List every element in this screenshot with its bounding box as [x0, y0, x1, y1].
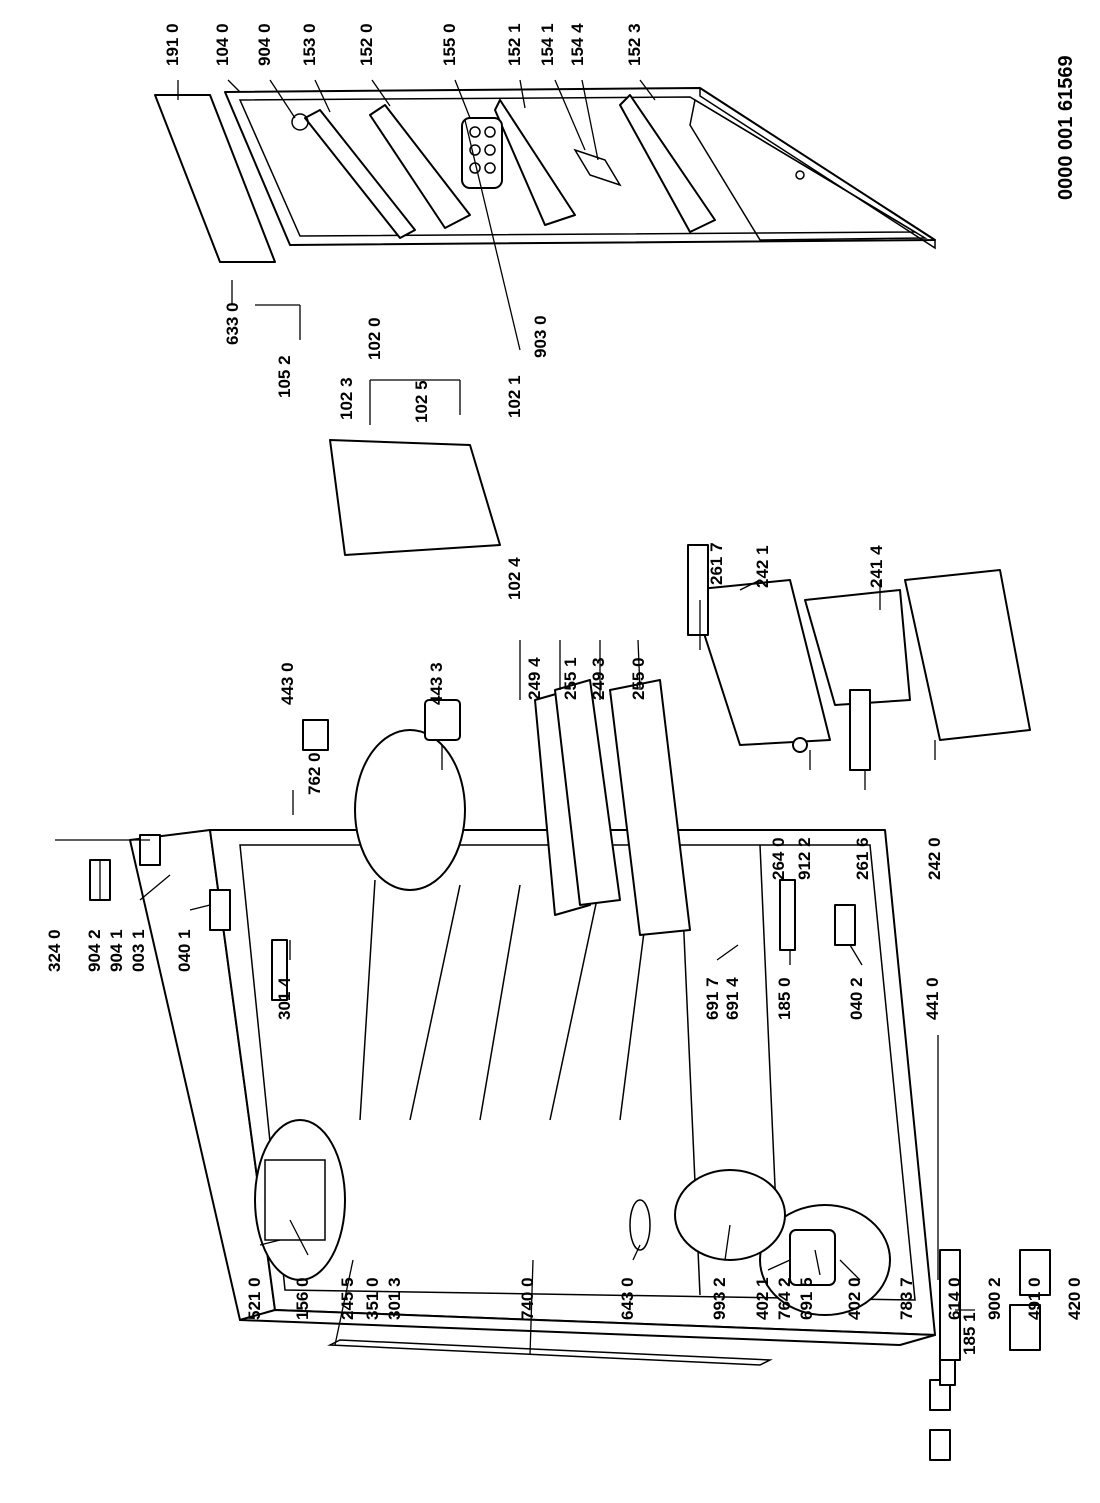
- door-shelf-152-3: [619, 94, 716, 233]
- label-255-1: 255 1: [561, 657, 580, 700]
- crisper-drawers: [687, 544, 1031, 771]
- rail-261-6: [849, 689, 871, 771]
- egg-tray: [461, 117, 503, 189]
- label-152-0: 152 0: [357, 23, 376, 66]
- label-443-3: 443 3: [427, 662, 446, 705]
- label-264-0: 264 0: [769, 837, 788, 880]
- label-154-4: 154 4: [568, 23, 587, 66]
- label-102-1: 102 1: [505, 375, 524, 418]
- label-904-0: 904 0: [255, 23, 274, 66]
- door-gasket-strip: [154, 94, 276, 263]
- label-245-5: 245 5: [338, 1277, 357, 1320]
- label-912-2: 912 2: [795, 837, 814, 880]
- compressor: [789, 1229, 836, 1286]
- label-102-0: 102 0: [365, 317, 384, 360]
- leader-lines: [55, 79, 975, 1356]
- label-691-4: 691 4: [723, 977, 742, 1020]
- label-762-0: 762 0: [305, 752, 324, 795]
- cabinet-assembly: [129, 829, 936, 1366]
- label-104-0: 104 0: [213, 23, 232, 66]
- lamp-cover: [674, 1169, 786, 1261]
- label-691-7: 691 7: [703, 977, 722, 1020]
- label-249-3: 249 3: [589, 657, 608, 700]
- label-740-0: 740 0: [518, 1277, 537, 1320]
- label-255-0: 255 0: [629, 657, 648, 700]
- label-102-4: 102 4: [505, 557, 524, 600]
- label-904-1: 904 1: [107, 929, 126, 972]
- label-643-0: 643 0: [618, 1277, 637, 1320]
- label-903-0: 903 0: [531, 315, 550, 358]
- label-155-0: 155 0: [440, 23, 459, 66]
- label-614-0: 614 0: [945, 1277, 964, 1320]
- label-040-2: 040 2: [847, 977, 866, 1020]
- door-shelf-153: [304, 109, 416, 239]
- glass-shelf-255-1: [554, 679, 621, 906]
- label-783-7: 783 7: [897, 1277, 916, 1320]
- label-491-0: 491 0: [1025, 1277, 1044, 1320]
- door-assembly: [224, 86, 936, 250]
- label-156-0: 156 0: [293, 1277, 312, 1320]
- label-441-0: 441 0: [923, 977, 942, 1020]
- label-154-1: 154 1: [538, 23, 557, 66]
- label-185-0: 185 0: [775, 977, 794, 1020]
- label-993-2: 993 2: [710, 1277, 729, 1320]
- label-420-0: 420 0: [1065, 1277, 1084, 1320]
- label-152-1: 152 1: [505, 23, 524, 66]
- label-040-1: 040 1: [175, 929, 194, 972]
- label-261-7: 261 7: [707, 542, 726, 585]
- label-904-2: 904 2: [85, 929, 104, 972]
- label-351-0: 351 0: [363, 1277, 382, 1320]
- label-633-0: 633 0: [223, 302, 242, 345]
- label-241-4: 241 4: [867, 545, 886, 588]
- label-402-0: 402 0: [845, 1277, 864, 1320]
- label-102-3: 102 3: [337, 377, 356, 420]
- fan-assembly-443: [354, 729, 466, 891]
- ice-tray: [254, 1119, 346, 1281]
- label-443-0: 443 0: [278, 662, 297, 705]
- cover-panel-102: [329, 439, 501, 556]
- crisper-242-1: [689, 579, 831, 746]
- label-242-1: 242 1: [753, 545, 772, 588]
- crisper-242-0: [904, 569, 1031, 741]
- label-324-0: 324 0: [45, 929, 64, 972]
- label-301-3: 301 3: [385, 1277, 404, 1320]
- document-number: 0000 001 61569: [1055, 55, 1077, 200]
- label-301-4: 301 4: [275, 977, 294, 1020]
- label-521-0: 521 0: [245, 1277, 264, 1320]
- label-105-2: 105 2: [275, 355, 294, 398]
- label-242-0: 242 0: [925, 837, 944, 880]
- label-153-0: 153 0: [300, 23, 319, 66]
- label-102-5: 102 5: [412, 380, 431, 423]
- glass-shelves: [534, 679, 691, 936]
- callout-labels: 191 0 104 0 904 0 153 0 152 0 155 0 152 …: [45, 23, 1084, 1355]
- label-003-1: 003 1: [129, 929, 148, 972]
- door-shelf-152-1: [494, 99, 576, 226]
- rail-261-7: [687, 544, 709, 636]
- label-402-1: 402 1: [753, 1277, 772, 1320]
- roller-264-0: [792, 737, 808, 753]
- label-691-5: 691 5: [797, 1277, 816, 1320]
- door-shelf-152-0: [369, 104, 471, 229]
- label-185-1: 185 1: [960, 1312, 979, 1355]
- label-191-0: 191 0: [163, 23, 182, 66]
- crisper-cover-241-4: [804, 589, 911, 706]
- label-261-6: 261 6: [853, 837, 872, 880]
- label-152-3: 152 3: [625, 23, 644, 66]
- label-764-2: 764 2: [775, 1277, 794, 1320]
- label-900-2: 900 2: [985, 1277, 1004, 1320]
- label-249-4: 249 4: [525, 657, 544, 700]
- glass-shelf-255-0: [609, 679, 691, 936]
